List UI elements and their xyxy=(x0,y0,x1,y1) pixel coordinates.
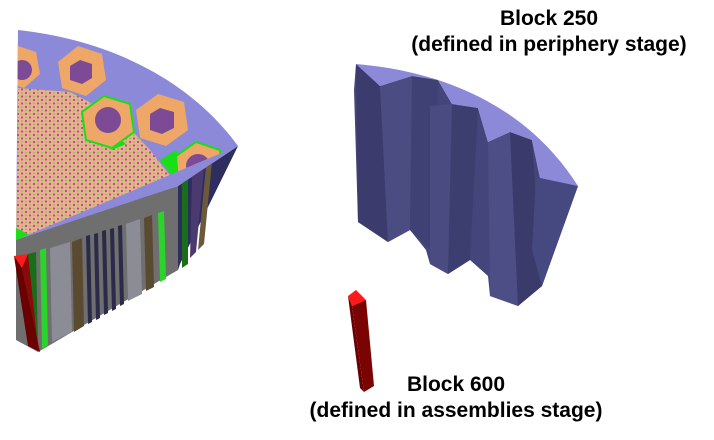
block-600-top-left xyxy=(14,254,28,268)
block-250-top-face xyxy=(356,64,578,186)
block-600-front xyxy=(352,300,374,392)
side-stripe-purple xyxy=(190,168,204,258)
block-600-side-left xyxy=(14,256,40,352)
column-face xyxy=(448,104,478,274)
column-face xyxy=(380,76,412,242)
label-block-250-subtitle: (defined in periphery stage) xyxy=(411,33,687,56)
front-face-channels xyxy=(28,211,166,349)
column-face xyxy=(356,64,388,242)
label-block-600: Block 600 (defined in assemblies stage) xyxy=(276,372,636,424)
block-600-side xyxy=(348,296,364,392)
column-face xyxy=(430,104,452,274)
column-face xyxy=(488,132,518,306)
block-250-model xyxy=(354,64,578,306)
column-face xyxy=(510,132,542,306)
block-600-top xyxy=(348,290,366,306)
label-block-250-title: Block 250 xyxy=(499,7,599,30)
label-block-600-title: Block 600 xyxy=(406,373,506,396)
block-600-face-left xyxy=(22,254,40,352)
block-600-model xyxy=(348,290,374,392)
label-block-600-subtitle: (defined in assemblies stage) xyxy=(309,399,603,422)
fuel-pin-lattice xyxy=(16,88,178,240)
label-block-250: Block 250 (defined in periphery stage) xyxy=(384,6,714,58)
core-sector-model xyxy=(14,30,238,352)
column-face xyxy=(532,176,578,286)
side-stripe-green xyxy=(182,178,188,268)
side-stripe-brown xyxy=(198,162,212,250)
